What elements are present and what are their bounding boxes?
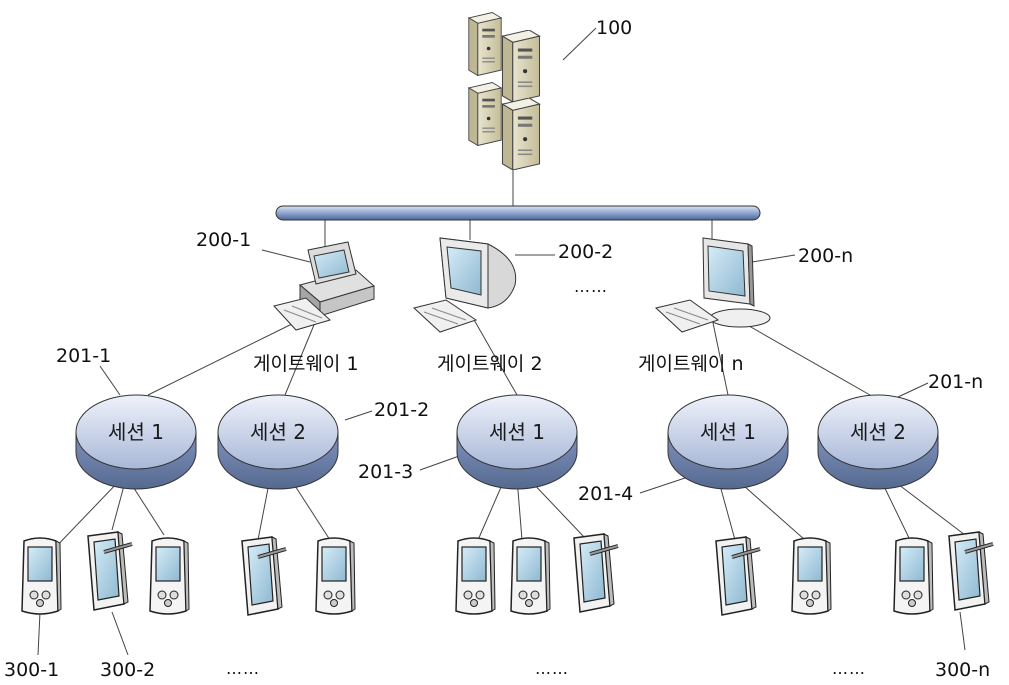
gateway-1-name: 게이트웨이 1 — [253, 353, 359, 375]
session-label: 세션 2 — [850, 420, 906, 444]
tablet-icon — [86, 530, 134, 612]
desktop-computer-icon — [273, 241, 376, 331]
gateway-2-id: 200-2 — [558, 241, 613, 263]
device-first-label: 300-1 — [4, 659, 59, 681]
session-id: 201-2 — [374, 399, 429, 421]
session-label: 세션 1 — [108, 420, 164, 444]
gateway-n-id: 200-n — [798, 245, 853, 267]
device-second-label: 300-2 — [100, 659, 155, 681]
session-disc — [217, 394, 339, 490]
pda-icon — [149, 537, 190, 615]
session-id: 201-4 — [578, 483, 633, 505]
server-icon — [468, 12, 541, 170]
network-bus — [275, 205, 761, 221]
session-id: 201-n — [928, 371, 983, 393]
session-id: 201-3 — [358, 461, 413, 483]
session-disc — [817, 394, 939, 490]
gateway-2-name: 게이트웨이 2 — [437, 353, 543, 375]
tablet-icon — [572, 532, 620, 614]
session-label: 세션 2 — [250, 420, 306, 444]
pda-icon — [791, 537, 832, 615]
pda-icon — [315, 537, 356, 615]
pda-icon — [455, 537, 496, 615]
gateway-ellipsis: …… — [574, 277, 608, 296]
tablet-icon — [947, 530, 995, 612]
device-last-label: 300-n — [935, 659, 990, 681]
server-label: 100 — [596, 17, 632, 39]
gateway-n-name: 게이트웨이 n — [638, 353, 743, 375]
tablet-icon — [714, 535, 762, 617]
pda-icon — [510, 537, 551, 615]
device-ellipsis: …… — [832, 659, 866, 678]
tablet-icon — [240, 535, 288, 617]
lcd-monitor-icon — [654, 237, 771, 333]
pda-icon — [893, 537, 934, 615]
session-disc — [667, 394, 789, 490]
session-id: 201-1 — [56, 345, 111, 367]
connection-lines — [37, 27, 966, 656]
session-disc — [456, 394, 578, 490]
session-label: 세션 1 — [700, 420, 756, 444]
pda-icon — [21, 537, 62, 615]
gateway-1-id: 200-1 — [196, 229, 251, 251]
device-ellipsis: …… — [535, 659, 569, 678]
crt-monitor-icon — [412, 237, 517, 333]
devices — [21, 530, 995, 617]
device-ellipsis: …… — [226, 659, 260, 678]
session-label: 세션 1 — [489, 420, 545, 444]
session-disc — [75, 394, 197, 490]
